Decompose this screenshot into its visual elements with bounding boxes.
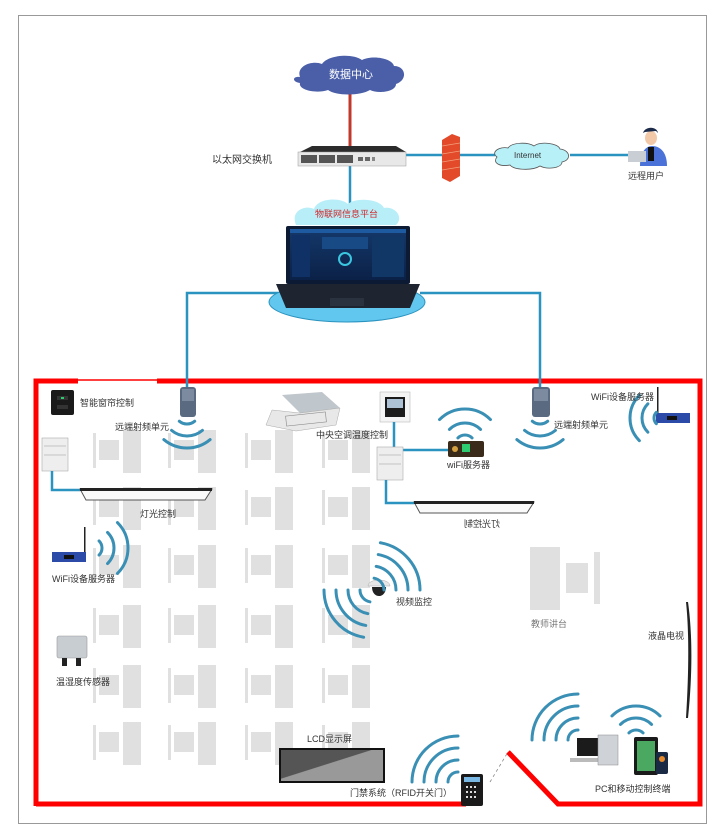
- video-surveillance-label: 视频监控: [396, 597, 433, 607]
- link-platform-rf-right: [420, 291, 542, 390]
- desk-unit: [245, 605, 293, 648]
- desk-unit: [245, 487, 293, 530]
- desk-unit: [93, 665, 141, 708]
- wifi-router-right: [656, 387, 690, 423]
- outer-frame: [18, 15, 707, 824]
- link-relay-light-left: [50, 471, 80, 492]
- link-relay-light-right: [384, 480, 414, 505]
- relay-module-center: [376, 446, 404, 481]
- desk-unit: [322, 430, 370, 473]
- wifi-waves-access-control: [410, 734, 460, 784]
- remote-user-figure: [628, 127, 667, 166]
- rfid-reader: [461, 774, 483, 806]
- wifi-waves-mobile: [610, 704, 662, 735]
- data-center-label: 数据中心: [329, 69, 373, 81]
- classroom-desk-grid: [93, 430, 370, 765]
- lcd-display-label: LCD显示屏: [307, 734, 353, 744]
- lcd-display-panel: [279, 748, 385, 783]
- temp-humidity-sensor-label: 温湿度传感器: [56, 677, 111, 687]
- internet-cloud: [494, 142, 569, 170]
- wifi-router-left: [52, 527, 86, 562]
- wifi-device-server-right-label: WiFi设备服务器: [591, 392, 654, 402]
- desk-unit: [322, 665, 370, 708]
- wifi-server-center-label: wiFi服务器: [447, 460, 490, 470]
- light-panel-left: [79, 488, 213, 501]
- wifi-server-center-device: [448, 441, 484, 457]
- link-platform-rf-left: [185, 291, 290, 390]
- curtain-control-panel: [51, 390, 74, 415]
- link-thermostat-wifi: [392, 422, 448, 452]
- ac-thermostat: [379, 391, 411, 423]
- remote-user-label: 远程用户: [628, 171, 665, 181]
- firewall: [441, 134, 461, 182]
- desk-unit: [168, 430, 216, 473]
- wifi-waves-rf-left: [162, 419, 212, 450]
- access-control-label: 门禁系统（RFID开关门）: [350, 788, 452, 798]
- wifi-device-server-left-label: WiFi设备服务器: [52, 574, 115, 584]
- desk-unit: [93, 605, 141, 648]
- light-control-right-label: 灯光控制: [464, 519, 501, 529]
- desk-unit: [168, 722, 216, 765]
- data-center-cloud: [294, 55, 405, 95]
- teacher-podium-label: 教师讲台: [531, 619, 568, 629]
- wifi-waves-router-right: [628, 393, 658, 443]
- curtain-control-label: 智能窗帘控制: [80, 398, 135, 408]
- wifi-waves-pc: [530, 692, 580, 742]
- room-walls: [33, 378, 703, 807]
- wifi-waves-rf-right: [515, 419, 565, 450]
- wifi-waves-center-server: [438, 407, 492, 440]
- desk-unit: [245, 665, 293, 708]
- door-swing-line: [489, 751, 509, 783]
- desk-unit: [168, 665, 216, 708]
- pc-and-mobile-terminals: [570, 734, 668, 775]
- air-conditioner-unit: [265, 392, 341, 432]
- relay-module-left: [41, 437, 69, 472]
- wireless-signal-waves: [97, 393, 662, 784]
- desk-unit: [93, 722, 141, 765]
- pc-mobile-terminal-label: PC和移动控制终端: [595, 784, 671, 794]
- desk-unit: [93, 430, 141, 473]
- desk-unit: [245, 545, 293, 588]
- wifi-waves-router-left: [97, 521, 130, 575]
- rf-unit-right-label: 远端射频单元: [554, 420, 609, 430]
- dome-camera: [367, 579, 391, 596]
- switch-label: 以太网交换机: [212, 155, 272, 166]
- lcd-tv: [686, 602, 692, 718]
- teacher-podium: [530, 547, 600, 610]
- temp-humidity-sensor-device: [56, 635, 88, 666]
- desk-unit: [322, 545, 370, 588]
- ethernet-switch: [297, 146, 407, 167]
- ac-control-label: 中央空调温度控制: [316, 430, 389, 440]
- wifi-waves-camera-upright: [372, 541, 422, 592]
- desk-unit: [245, 430, 293, 473]
- internet-label: Internet: [514, 151, 542, 160]
- rf-unit-left: [180, 387, 196, 417]
- wifi-waves-camera-downleft: [322, 588, 372, 639]
- desk-unit: [168, 605, 216, 648]
- desk-unit: [322, 487, 370, 530]
- desk-unit: [93, 545, 141, 588]
- desk-unit: [168, 545, 216, 588]
- iot-platform: [268, 199, 426, 323]
- iot-platform-label: 物联网信息平台: [315, 209, 379, 219]
- light-control-left-label: 灯光控制: [140, 509, 177, 519]
- rf-unit-right: [532, 387, 550, 417]
- light-panel-right: [413, 501, 535, 514]
- rf-unit-left-label: 远端射频单元: [115, 422, 170, 432]
- lcd-tv-label: 液晶电视: [648, 631, 685, 641]
